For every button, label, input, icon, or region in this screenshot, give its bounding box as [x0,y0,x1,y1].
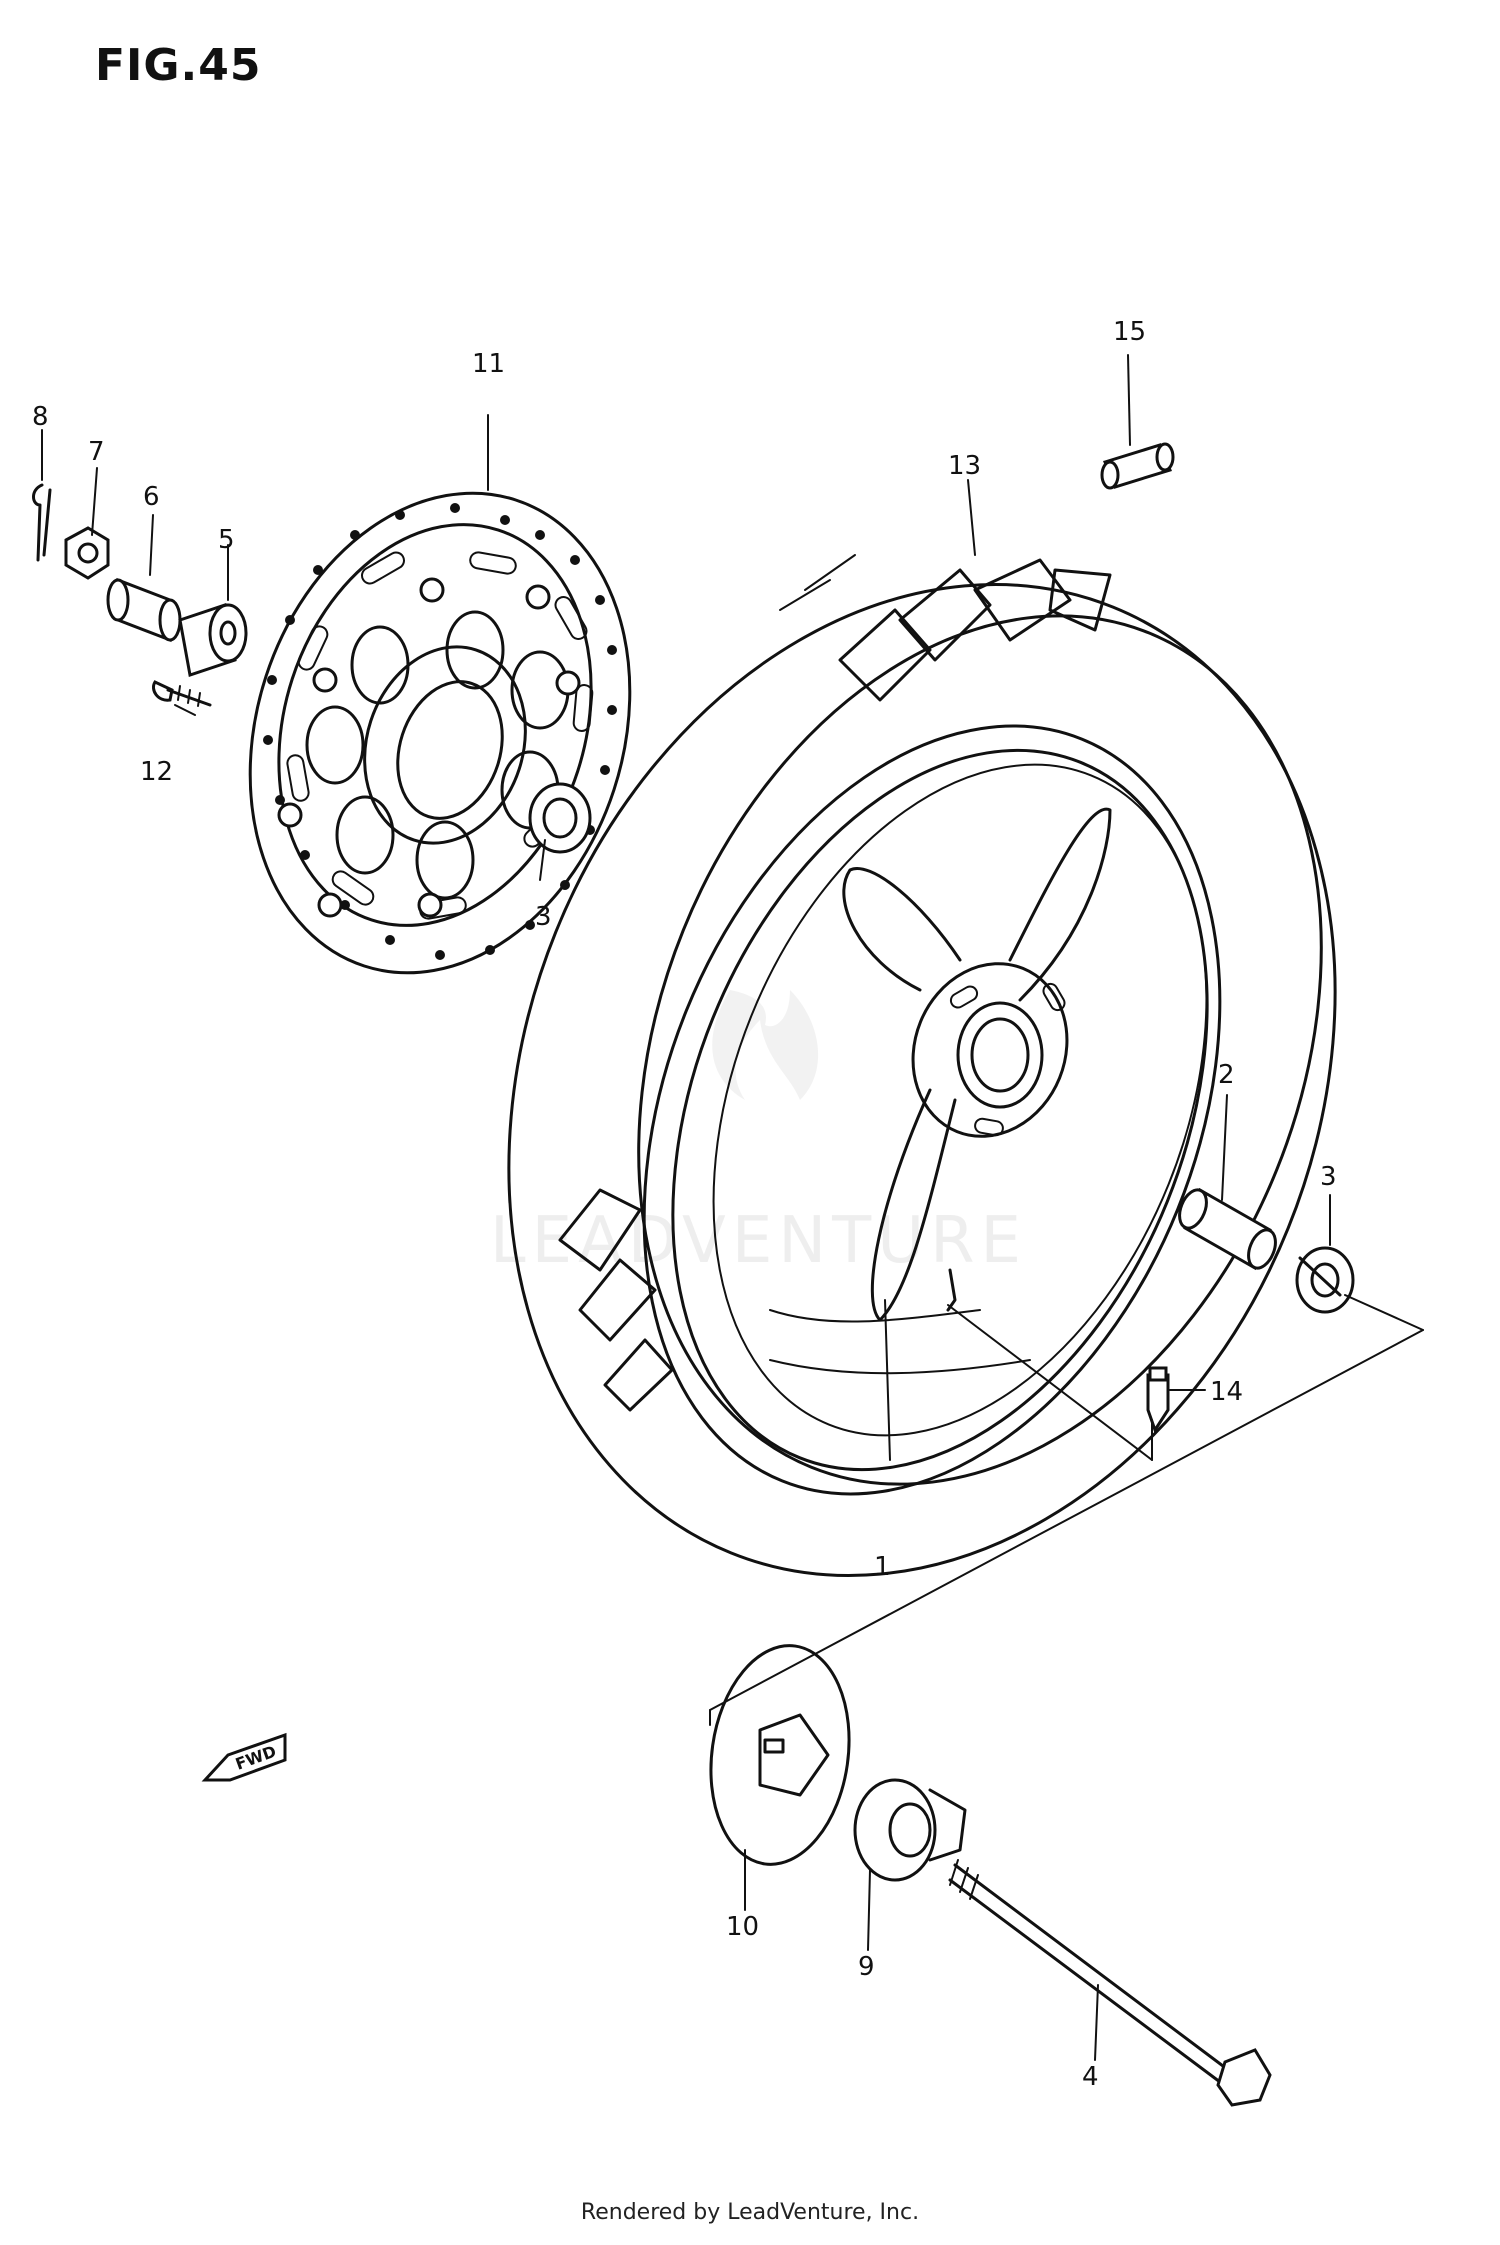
callout-13: 13 [948,451,981,481]
valve-cap[interactable] [1100,442,1175,490]
front-wheel-tire[interactable] [365,459,1480,1701]
callout-6: 6 [143,482,160,512]
cotter-pin[interactable] [32,483,52,562]
callout-5: 5 [218,525,235,555]
callout-8: 8 [32,402,49,432]
fwd-arrow: FWD [201,1732,287,1782]
callout-3-left: 3 [535,902,552,932]
callout-15: 15 [1113,317,1146,347]
axle-nut[interactable] [64,526,110,580]
spacer[interactable] [178,603,248,677]
figure-title: FIG.45 [95,40,262,91]
brake-disc-cover[interactable] [697,1637,862,1874]
callout-7: 7 [88,437,105,467]
brake-disc[interactable] [190,443,690,1022]
speedometer-gear-box[interactable] [853,1778,967,1882]
callout-4: 4 [1082,2062,1099,2092]
wheel-bearing-left[interactable] [528,782,592,854]
wheel-bearing-right[interactable] [1295,1246,1355,1314]
disc-bolt[interactable] [152,680,212,707]
callout-11: 11 [472,349,505,379]
tire-valve[interactable] [1146,1366,1170,1434]
callout-labels: 8 7 6 5 11 12 3 13 15 2 3 14 1 10 9 4 [32,317,1337,2092]
footer-credit: Rendered by LeadVenture, Inc. [580,2200,920,2225]
callout-3-right: 3 [1320,1162,1337,1192]
collar[interactable] [106,577,182,643]
spacer-axle[interactable] [1174,1186,1280,1272]
callout-10: 10 [726,1912,759,1942]
watermark-text: LEADVENTURE [490,1204,1027,1278]
front-axle[interactable] [948,1859,1272,2107]
leader-lines [41,354,1424,2061]
callout-2: 2 [1218,1060,1235,1090]
callout-1: 1 [874,1552,891,1582]
callout-12: 12 [140,757,173,787]
callout-9: 9 [858,1952,875,1982]
callout-14: 14 [1210,1377,1243,1407]
